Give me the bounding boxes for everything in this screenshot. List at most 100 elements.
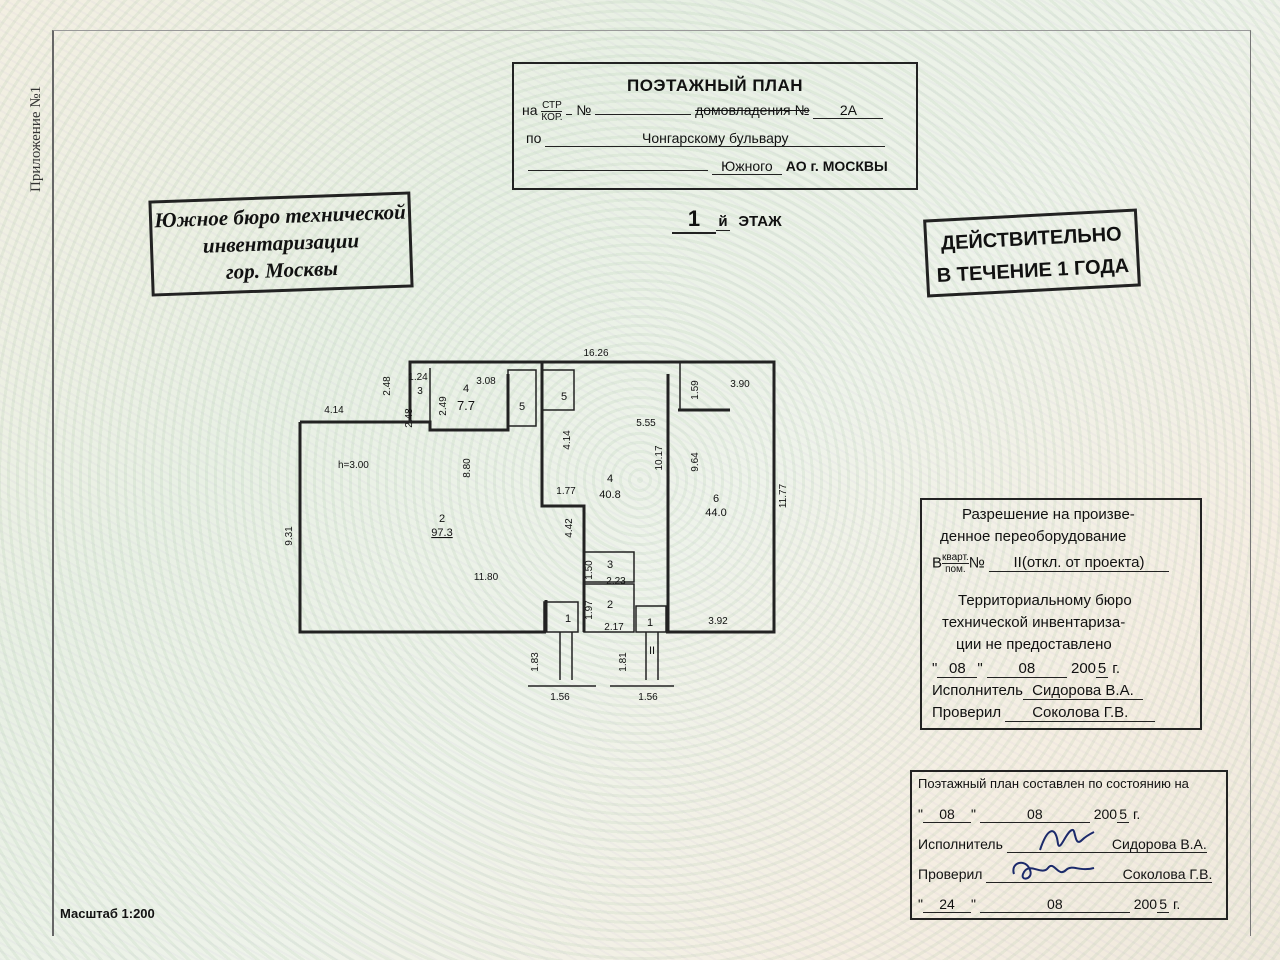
perm-no: № bbox=[968, 554, 985, 572]
floor-suffix: й bbox=[716, 213, 730, 231]
dim-1177: 11.77 bbox=[778, 483, 789, 508]
dim-177: 1.77 bbox=[556, 486, 576, 497]
room-4-number: 4 bbox=[607, 473, 613, 485]
room-1a: 1 bbox=[565, 613, 571, 625]
scale-label: Масштаб 1:200 bbox=[60, 906, 155, 921]
perm-no-value: II(откл. от проекта) bbox=[989, 554, 1170, 573]
room-6-area: 44.0 bbox=[705, 507, 726, 519]
executor-signature bbox=[1039, 829, 1095, 851]
dim-248a: 2.48 bbox=[382, 376, 393, 396]
state-month-2: 08 bbox=[979, 896, 1130, 913]
dim-top: 16.26 bbox=[583, 348, 608, 359]
state-year2-suffix: г. bbox=[1172, 896, 1181, 912]
dim-308: 3.08 bbox=[476, 376, 496, 387]
no-mark: № bbox=[576, 102, 592, 119]
perm-executor-label: Исполнитель bbox=[932, 682, 1023, 699]
room-2-number: 2 bbox=[439, 513, 445, 525]
perm-line4: Территориальному бюро bbox=[958, 592, 1132, 609]
perm-line5: технической инвентариза- bbox=[942, 614, 1126, 631]
plan-title: ПОЭТАЖНЫЙ ПЛАН bbox=[626, 76, 804, 95]
perm-line2: денное переоборудование bbox=[940, 528, 1127, 545]
perm-v: В bbox=[932, 554, 943, 572]
dim-880: 8.80 bbox=[462, 458, 473, 478]
dim-181: 1.81 bbox=[618, 652, 629, 672]
bureau-stamp: Южное бюро технической инвентаризации го… bbox=[148, 191, 414, 297]
na-label: на bbox=[522, 102, 538, 119]
state-title: Поэтажный план составлен по состоянию на bbox=[918, 776, 1189, 791]
house-number: 2А bbox=[813, 102, 884, 120]
state-year2-digit: 5 bbox=[1157, 896, 1170, 913]
dim-156a: 1.56 bbox=[550, 692, 570, 703]
perm-year-suffix: г. bbox=[1112, 660, 1121, 677]
state-checker-label: Проверил bbox=[918, 866, 983, 882]
state-year2-prefix: 200 bbox=[1133, 896, 1158, 912]
city-label: АО г. МОСКВЫ bbox=[785, 158, 888, 174]
dim-156b: 1.56 bbox=[638, 692, 658, 703]
state-year-suffix: г. bbox=[1132, 806, 1141, 822]
perm-day: 08 bbox=[937, 660, 978, 678]
ownership-label: домовладения № bbox=[695, 102, 810, 119]
po-label: по bbox=[526, 130, 542, 146]
validity-stamp: ДЕЙСТВИТЕЛЬНО В ТЕЧЕНИЕ 1 ГОДА bbox=[923, 208, 1141, 298]
dim-3: 3 bbox=[417, 386, 423, 397]
sheet-frame bbox=[52, 30, 1251, 936]
plan-dimensions: 16.26 4.14 9.31 2.48 2.48 1.24 3 2.49 3.… bbox=[284, 348, 789, 703]
perm-year-prefix: 200 bbox=[1071, 660, 1097, 677]
plan-walls bbox=[298, 360, 776, 634]
dim-442: 4.42 bbox=[564, 518, 575, 538]
dim-159: 1.59 bbox=[690, 380, 701, 400]
ceiling-height: h=3.00 bbox=[338, 460, 369, 471]
floor-word: ЭТАЖ bbox=[738, 213, 782, 230]
dim-390: 3.90 bbox=[730, 379, 750, 390]
room-4-area: 40.8 bbox=[599, 489, 620, 501]
room-4a-number: 4 bbox=[463, 383, 469, 395]
dim-1180: 11.80 bbox=[474, 572, 499, 583]
state-executor: Исполнитель Сидорова В.А. bbox=[918, 836, 1207, 853]
perm-checker-label: Проверил bbox=[932, 704, 1002, 721]
dim-left-height: 9.31 bbox=[284, 526, 295, 546]
dim-248b: 2.48 bbox=[404, 408, 415, 428]
state-day: 08 bbox=[922, 806, 971, 823]
dim-183: 1.83 bbox=[530, 652, 541, 672]
permission-box: Разрешение на произве- денное переоборуд… bbox=[920, 498, 1202, 730]
state-box: Поэтажный план составлен по состоянию на… bbox=[910, 770, 1228, 920]
state-month: 08 bbox=[979, 806, 1090, 823]
state-day-2: 24 bbox=[922, 896, 971, 913]
room-3: 3 bbox=[607, 559, 613, 571]
perm-executor-name: Сидорова В.А. bbox=[1022, 682, 1143, 700]
perm-year-digit: 5 bbox=[1096, 660, 1109, 678]
room-6-number: 6 bbox=[713, 493, 719, 505]
checker-signature bbox=[1012, 861, 1095, 880]
perm-checker: Проверил Соколова Г.В. bbox=[932, 704, 1156, 722]
title-line-2: по Чонгарскому бульвару bbox=[526, 130, 886, 147]
plan-partitions bbox=[429, 362, 730, 687]
dim-197: 1.97 bbox=[584, 600, 595, 620]
state-checker: Проверил Соколова Г.В. bbox=[918, 866, 1213, 883]
dim-555: 5.55 bbox=[636, 418, 656, 429]
dim-217: 2.17 bbox=[604, 622, 624, 633]
room-2-small: 2 bbox=[607, 599, 613, 611]
state-checker-name: Соколова Г.В. bbox=[986, 866, 1213, 883]
floor-plan-drawing: 16.26 4.14 9.31 2.48 2.48 1.24 3 2.49 3.… bbox=[284, 348, 789, 703]
plan-rooms: 2 97.3 4 7.7 5 5 4 40.8 6 44.0 3 2 1 1 I… bbox=[431, 383, 726, 657]
floor-number: 1 bbox=[672, 206, 716, 234]
dim-392: 3.92 bbox=[708, 616, 728, 627]
state-executor-label: Исполнитель bbox=[918, 836, 1003, 852]
room-4a-area: 7.7 bbox=[457, 398, 475, 413]
dim-150: 1.50 bbox=[584, 560, 595, 580]
dim-124: 1.24 bbox=[408, 372, 428, 383]
state-year-digit: 5 bbox=[1117, 806, 1130, 823]
dim-1017: 10.17 bbox=[654, 445, 665, 470]
dim-414: 4.14 bbox=[562, 430, 573, 450]
perm-month: 08 bbox=[986, 660, 1067, 678]
dim-964: 9.64 bbox=[690, 452, 701, 472]
dim-left-top: 4.14 bbox=[324, 405, 344, 416]
perm-checker-name: Соколова Г.В. bbox=[1005, 704, 1156, 722]
